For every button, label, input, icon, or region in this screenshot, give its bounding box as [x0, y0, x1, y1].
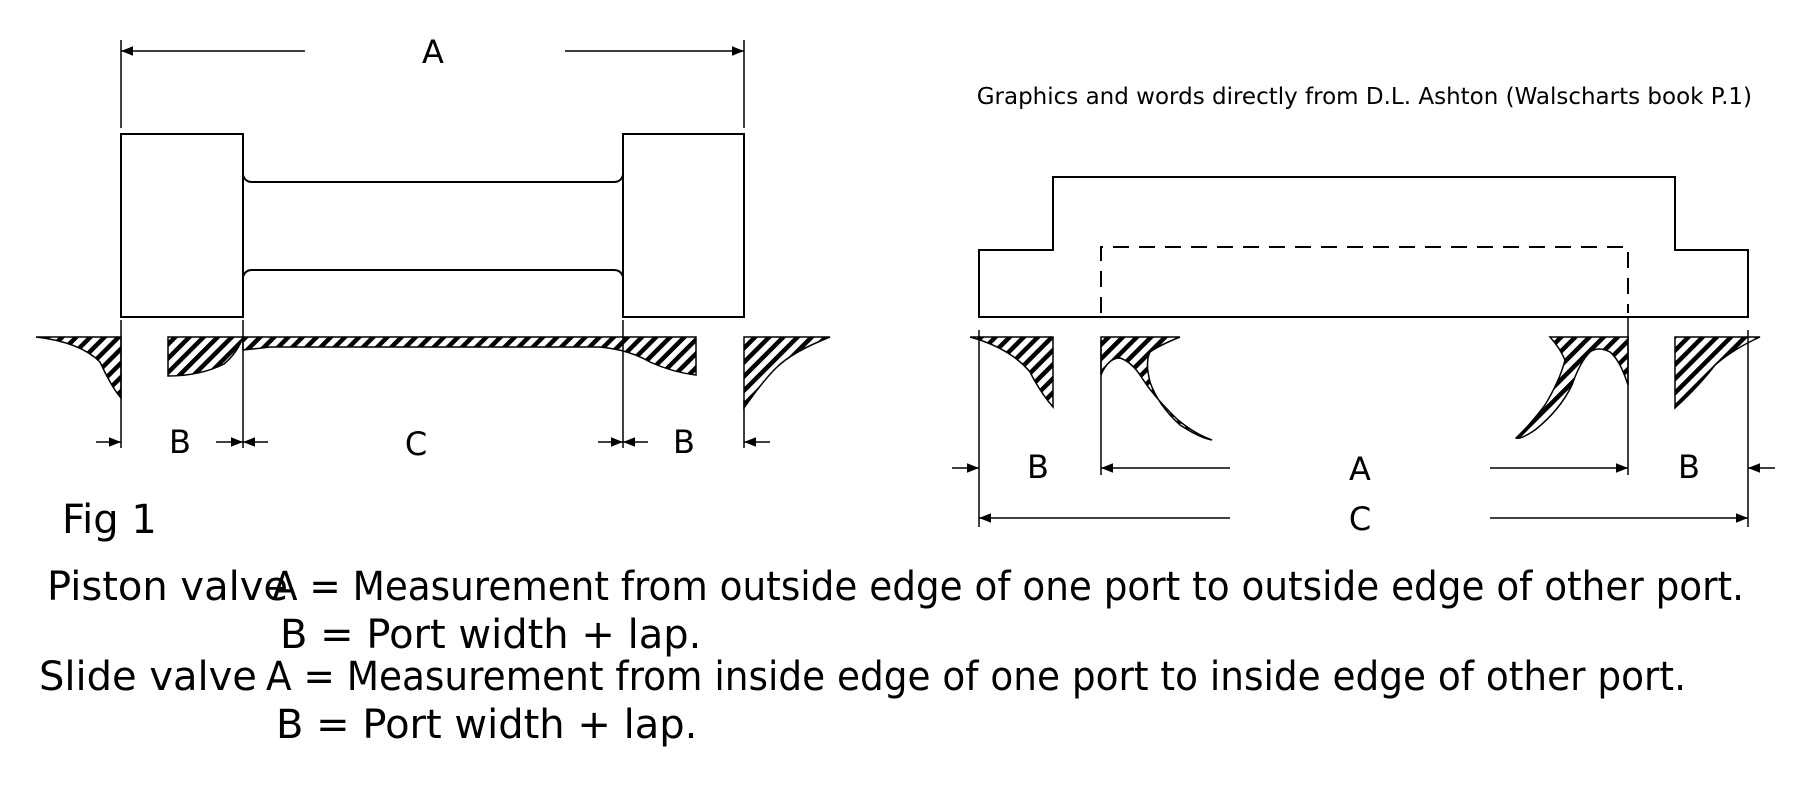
piston-spool	[120, 133, 745, 318]
slide-ported-body	[969, 336, 1761, 441]
piston-ported-body	[35, 336, 831, 411]
caption-block: Piston valve A = Measurement from outsid…	[39, 564, 1744, 748]
slide-label-b-right: B	[1678, 448, 1700, 486]
piston-dimension-a: A	[120, 33, 745, 128]
caption-slide-name: Slide valve	[39, 654, 257, 700]
caption-piston-name: Piston valve	[47, 564, 288, 610]
piston-label-b-right: B	[673, 423, 695, 461]
caption-piston-a: A = Measurement from outside edge of one…	[272, 564, 1744, 610]
slide-valve-body	[978, 176, 1749, 318]
piston-label-a: A	[422, 33, 444, 71]
slide-valve-drawing: B A B C	[952, 176, 1775, 538]
slide-label-c: C	[1349, 500, 1371, 538]
piston-valve-drawing: A B C B	[35, 33, 831, 463]
figure-label: Fig 1	[62, 497, 157, 543]
caption-piston-b: B = Port width + lap.	[280, 612, 701, 658]
piston-dimension-bcb: B C B	[96, 320, 770, 463]
slide-label-a: A	[1349, 450, 1371, 488]
slide-dimensions: B A B C	[952, 317, 1775, 538]
piston-label-c: C	[405, 425, 427, 463]
piston-label-b-left: B	[169, 423, 191, 461]
slide-label-b-left: B	[1027, 448, 1049, 486]
caption-slide-b: B = Port width + lap.	[276, 702, 697, 748]
caption-slide-a: A = Measurement from inside edge of one …	[266, 654, 1686, 700]
source-credit: Graphics and words directly from D.L. As…	[977, 84, 1752, 110]
